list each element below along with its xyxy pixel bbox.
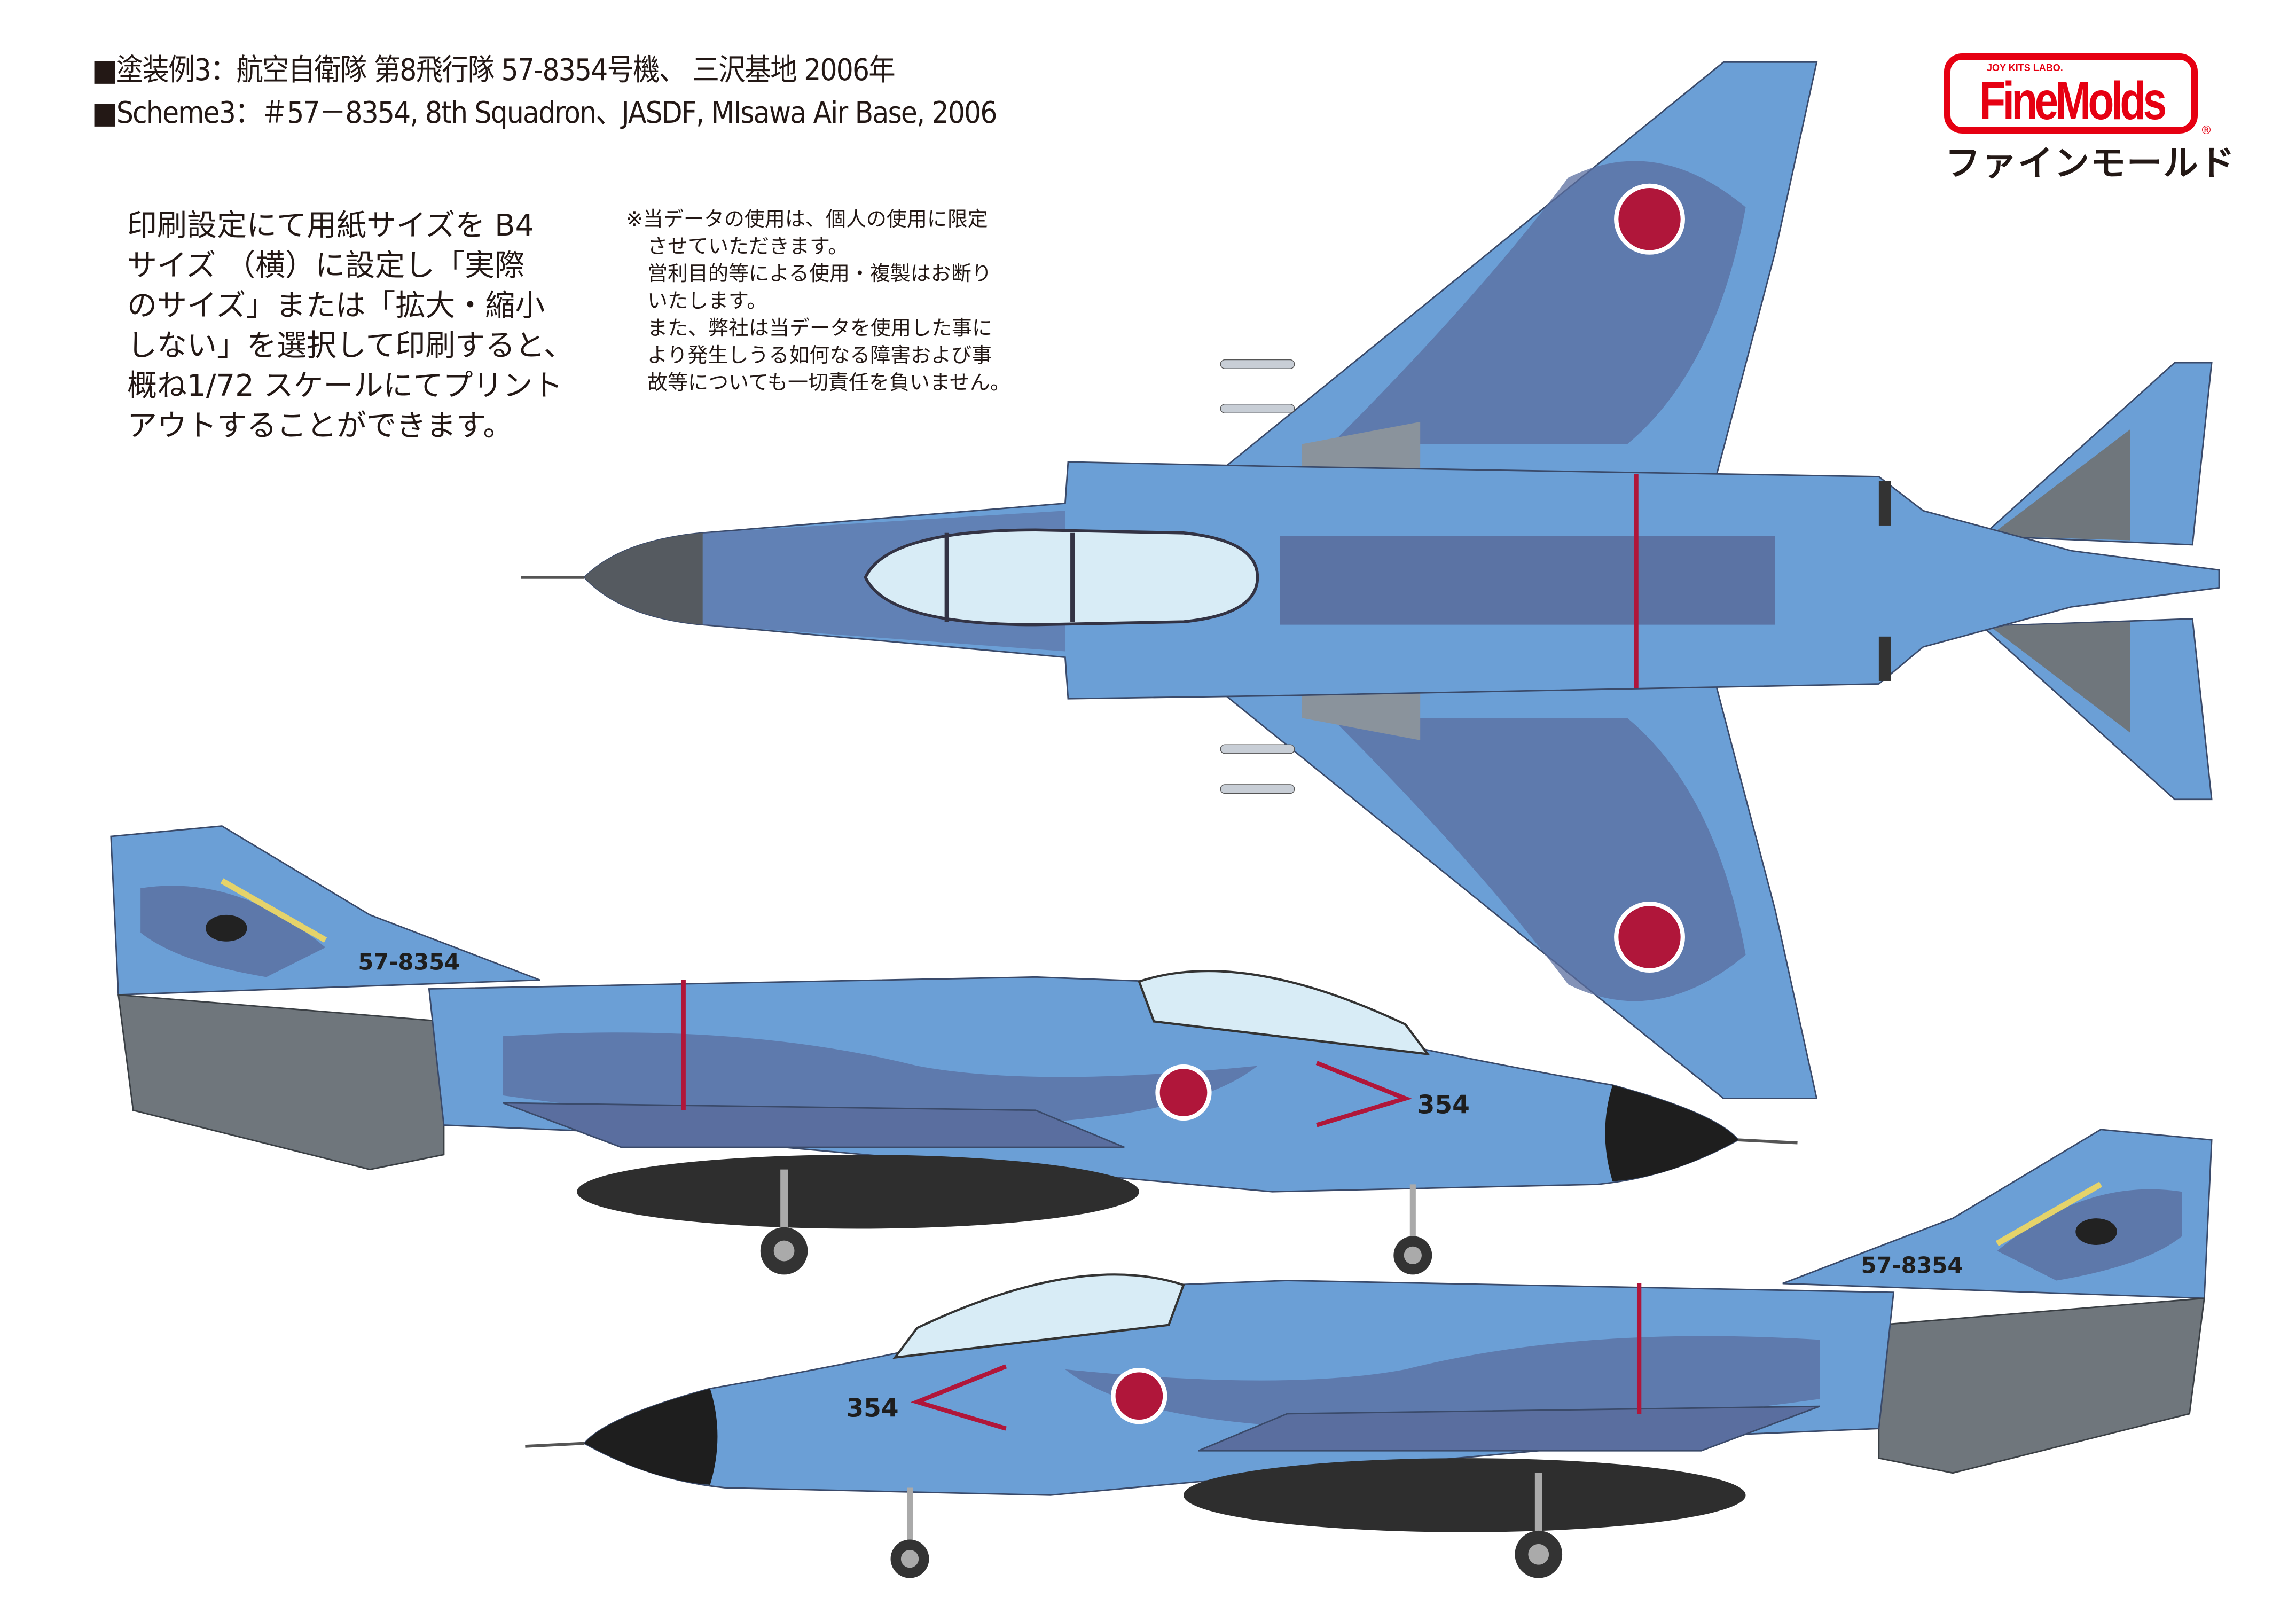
scheme-title-en: ■Scheme3：＃57－8354, 8th Squadron、JASDF, M… [92,96,997,130]
instruction-line: のサイズ」または「拡大・縮小 [127,288,545,323]
note-line: させていただきます。 [647,234,849,258]
print-instructions: 印刷設定にて用紙サイズを B4 サイズ （横）に設定し「実際 のサイズ」または「… [127,206,574,446]
hinomaru-roundel-lower [1618,906,1681,968]
logo-frame [1944,53,2198,134]
side-view-right: 57-8354 354 [525,1130,2212,1578]
logo-subtitle: JOY KITS LABO. [1987,62,2063,73]
instruction-line: 印刷設定にて用紙サイズを B4 [127,208,535,243]
instruction-line: 概ね1/72 スケールにてプリント [127,369,563,403]
side-view-left: 57-8354 354 [111,826,1798,1275]
note-line: 営利目的等による使用・複製はお断り [647,262,992,285]
logo-kana: ファインモールド [1945,143,2236,184]
scheme-title-ja: ■塗装例3：航空自衛隊 第8飛行隊 57-8354号機、 三沢基地 2006年 [92,53,896,88]
logo-wordmark: FineMolds [1979,71,2167,131]
note-line: いたします。 [647,289,767,312]
serial-marking: 57-8354 [1861,1252,1963,1279]
usage-note: ※当データの使用は、個人の使用に限定 させていただきます。 営利目的等による使用… [626,206,1010,396]
instruction-line: しない」を選択して印刷すると、 [127,328,574,363]
nose-cone-top [584,532,703,625]
note-line: より発生しうる如何なる障害および事 [647,343,992,367]
serial-marking: 57-8354 [358,949,460,975]
instruction-line: サイズ （横）に設定し「実際 [127,248,525,283]
canopy-top [864,528,1259,627]
note-line: ※当データの使用は、個人の使用に限定 [626,207,988,231]
note-line: また、弊社は当データを使用した事に [647,316,993,340]
top-view [521,61,2220,1099]
nose-number: 354 [1417,1090,1470,1119]
instruction-line: アウトすることができます。 [127,409,513,443]
finemolds-logo: JOY KITS LABO. FineMolds ® ファインモールド [1944,53,2235,192]
nose-number: 354 [846,1393,898,1423]
hinomaru-roundel-upper [1618,188,1681,250]
registered-mark: ® [2200,124,2212,137]
note-line: 故等についても一切責任を負いません。 [647,371,1010,394]
